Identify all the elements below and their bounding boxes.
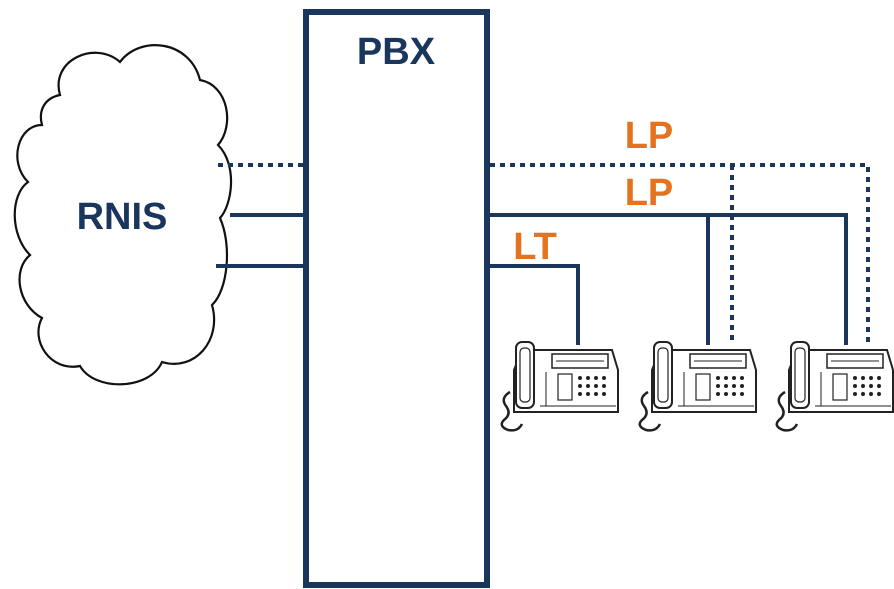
pbx-box bbox=[303, 9, 490, 588]
network-label: RNIS bbox=[77, 196, 168, 238]
pbx-label: PBX bbox=[357, 31, 436, 73]
telephone-icon bbox=[638, 340, 758, 432]
lp-solid-line bbox=[490, 213, 848, 345]
lt-label: LT bbox=[513, 226, 557, 268]
lt-line bbox=[490, 264, 580, 345]
telephone-icon bbox=[500, 340, 620, 432]
cloud-icon bbox=[13, 44, 233, 386]
lp-top-label: LP bbox=[625, 115, 674, 157]
lp-bottom-label: LP bbox=[625, 172, 674, 214]
telephone-icon bbox=[775, 340, 894, 432]
